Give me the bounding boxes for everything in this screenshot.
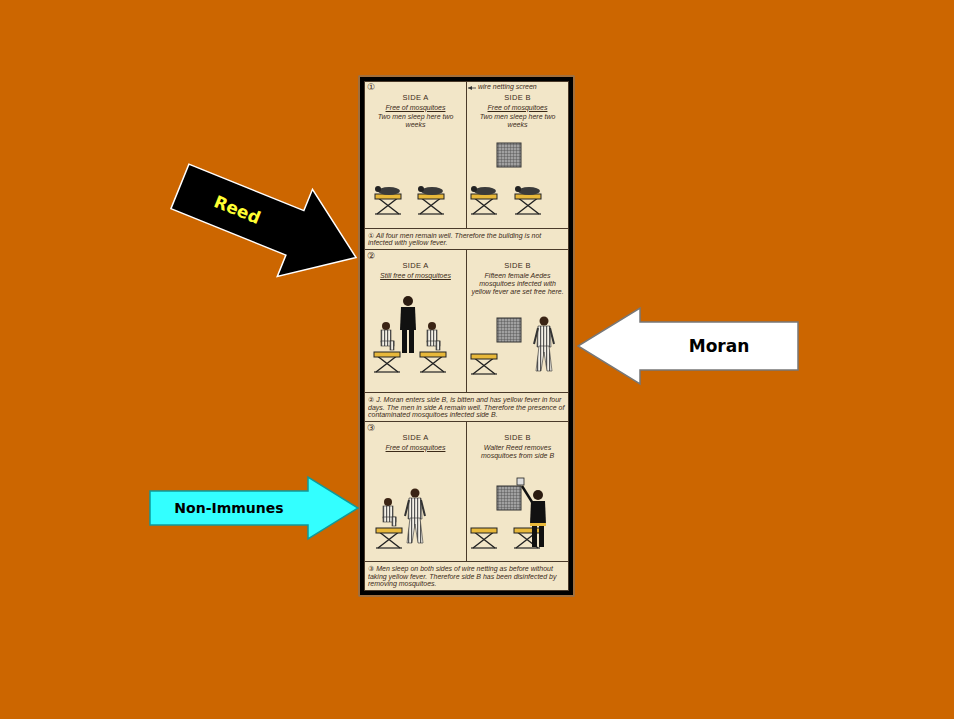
label-holder: ③ [367,424,375,434]
callout-arrow: Non-Immunes [150,477,358,539]
callout-number: ① [367,83,375,93]
wire-screen-window [497,486,521,510]
seated-man [383,498,396,526]
side-text: SIDE A [365,434,466,443]
illustration-panel: ② J. Moran enters side B, is bitten and … [364,249,569,422]
caption-holder: ② J. Moran enters side B, is bitten and … [368,396,565,419]
sash [530,523,546,526]
illustration-panel: ① All four men remain well. Therefore th… [364,81,569,250]
sleeping-man [515,186,540,195]
side-text: Walter Reed removes mosquitoes from side… [467,444,568,460]
arrow-shape [578,308,798,384]
walking-man [534,317,554,372]
picture-ground [364,81,569,591]
standing-man [530,490,546,547]
illustration-panel: ③ Men sleep on both sides of wire nettin… [364,421,569,591]
arrow-shape [162,143,373,301]
panel-caption: ① All four men remain well. Therefore th… [368,232,565,247]
cot [374,352,400,372]
side-text: Still free of mosquitoes [365,272,466,280]
label-holder: wire netting screen [478,83,537,91]
caption-holder: ③ Men sleep on both sides of wire nettin… [368,565,565,588]
side-text: SIDE B [467,434,568,443]
frame-outline [359,76,574,596]
cot [418,194,444,214]
side-text: SIDE A [365,262,466,271]
label-holder: ② [367,252,375,262]
sleeping-man [418,186,443,195]
sleeping-man [375,186,400,195]
side-text: Free of mosquitoes [365,104,466,112]
standing-man [405,489,425,544]
wire-screen-window [497,318,521,342]
callout-label: Moran [689,336,750,356]
arrow-label-holder: Moran [640,308,798,384]
callout-number: ③ [367,424,375,434]
side-text: SIDE B [467,262,568,271]
arrow-body [150,477,358,539]
cot [471,194,497,214]
raised-arm [522,486,532,502]
wire-screen-window [497,143,521,167]
room-side-box: SIDE AStill free of mosquitoes [365,250,466,393]
side-text: Two men sleep here two weeks [365,113,466,129]
side-text: Two men sleep here two weeks [467,113,568,129]
cot [420,352,446,372]
room-side-box: SIDE AFree of mosquitoes [365,422,466,562]
arrow-body [162,143,373,301]
seated-man [381,322,394,350]
cot [471,528,497,548]
arrow-label-holder: Non-Immunes [150,477,308,539]
leader-arrow-head [468,86,472,90]
side-text: SIDE A [365,94,466,103]
panel-caption: ③ Men sleep on both sides of wire nettin… [368,565,565,588]
picture-frame [360,77,573,595]
callout-arrow: Reed [162,143,373,301]
room-side-box: SIDE BWalter Reed removes mosquitoes fro… [466,422,568,562]
caption-holder: ① All four men remain well. Therefore th… [368,232,565,247]
callout-label: Reed [211,191,263,228]
label-holder: ① [367,83,375,93]
room-side-box: SIDE BFifteen female Aedes mosquitoes in… [466,250,568,393]
jar [517,478,524,485]
sleeping-man [471,186,496,195]
callout-number: ② [367,252,375,262]
cot [375,194,401,214]
panel-caption: ② J. Moran enters side B, is bitten and … [368,396,565,419]
standing-man [400,296,416,353]
part-label: wire netting screen [478,83,537,91]
callout-arrow: Moran [578,308,798,384]
callout-label: Non-Immunes [174,500,283,516]
cot [515,194,541,214]
arrow-body [578,308,798,384]
room-side-box: SIDE AFree of mosquitoesTwo men sleep he… [365,82,466,229]
side-text: Free of mosquitoes [365,444,466,452]
seated-man [427,322,440,350]
side-text: Free of mosquitoes [467,104,568,112]
room-side-box: SIDE BFree of mosquitoesTwo men sleep he… [466,82,568,229]
cot [376,528,402,548]
side-text: SIDE B [467,94,568,103]
cot [471,354,497,374]
side-text: Fifteen female Aedes mosquitoes infected… [467,272,568,296]
